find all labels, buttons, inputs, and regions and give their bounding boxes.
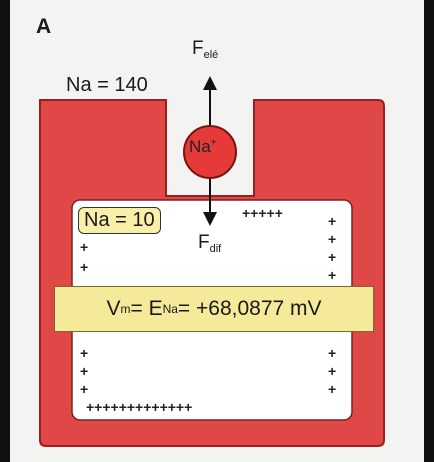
left-charge-2: + [80, 260, 88, 274]
vm-eq: = E [130, 297, 162, 321]
left-charge-5: + [80, 382, 88, 396]
right-charge-6: + [328, 364, 336, 378]
top-right-charges: +++++ [242, 206, 283, 220]
diffusion-force-label: Fdif [198, 232, 221, 255]
left-edge [0, 0, 10, 462]
left-charge-4: + [80, 364, 88, 378]
ion-label: Na+ [189, 137, 217, 157]
ion-symbol: Na [189, 137, 211, 156]
bottom-charges: +++++++++++++ [86, 400, 192, 414]
right-charge-7: + [328, 382, 336, 396]
left-charge-1: + [80, 240, 88, 254]
vm-sub: m [120, 302, 130, 316]
right-charge-4: + [328, 268, 336, 282]
right-charge-5: + [328, 346, 336, 360]
ion-charge: + [211, 137, 217, 148]
vm-v: V [106, 297, 120, 321]
right-edge [424, 0, 434, 462]
right-charge-1: + [328, 214, 336, 228]
panel-letter: A [36, 15, 51, 39]
diffusion-force-sub: dif [210, 243, 222, 255]
right-charge-2: + [328, 232, 336, 246]
outside-concentration: Na = 140 [66, 74, 148, 97]
vm-e-sub: Na [163, 302, 178, 316]
left-charge-3: + [80, 346, 88, 360]
electric-force-label: Felé [192, 38, 218, 61]
diffusion-force-base: F [198, 232, 210, 253]
electric-force-base: F [192, 38, 204, 59]
inside-concentration: Na = 10 [78, 207, 161, 234]
electric-force-sub: elé [204, 49, 219, 61]
right-charge-3: + [328, 250, 336, 264]
vm-value: = +68,0877 mV [178, 297, 322, 321]
